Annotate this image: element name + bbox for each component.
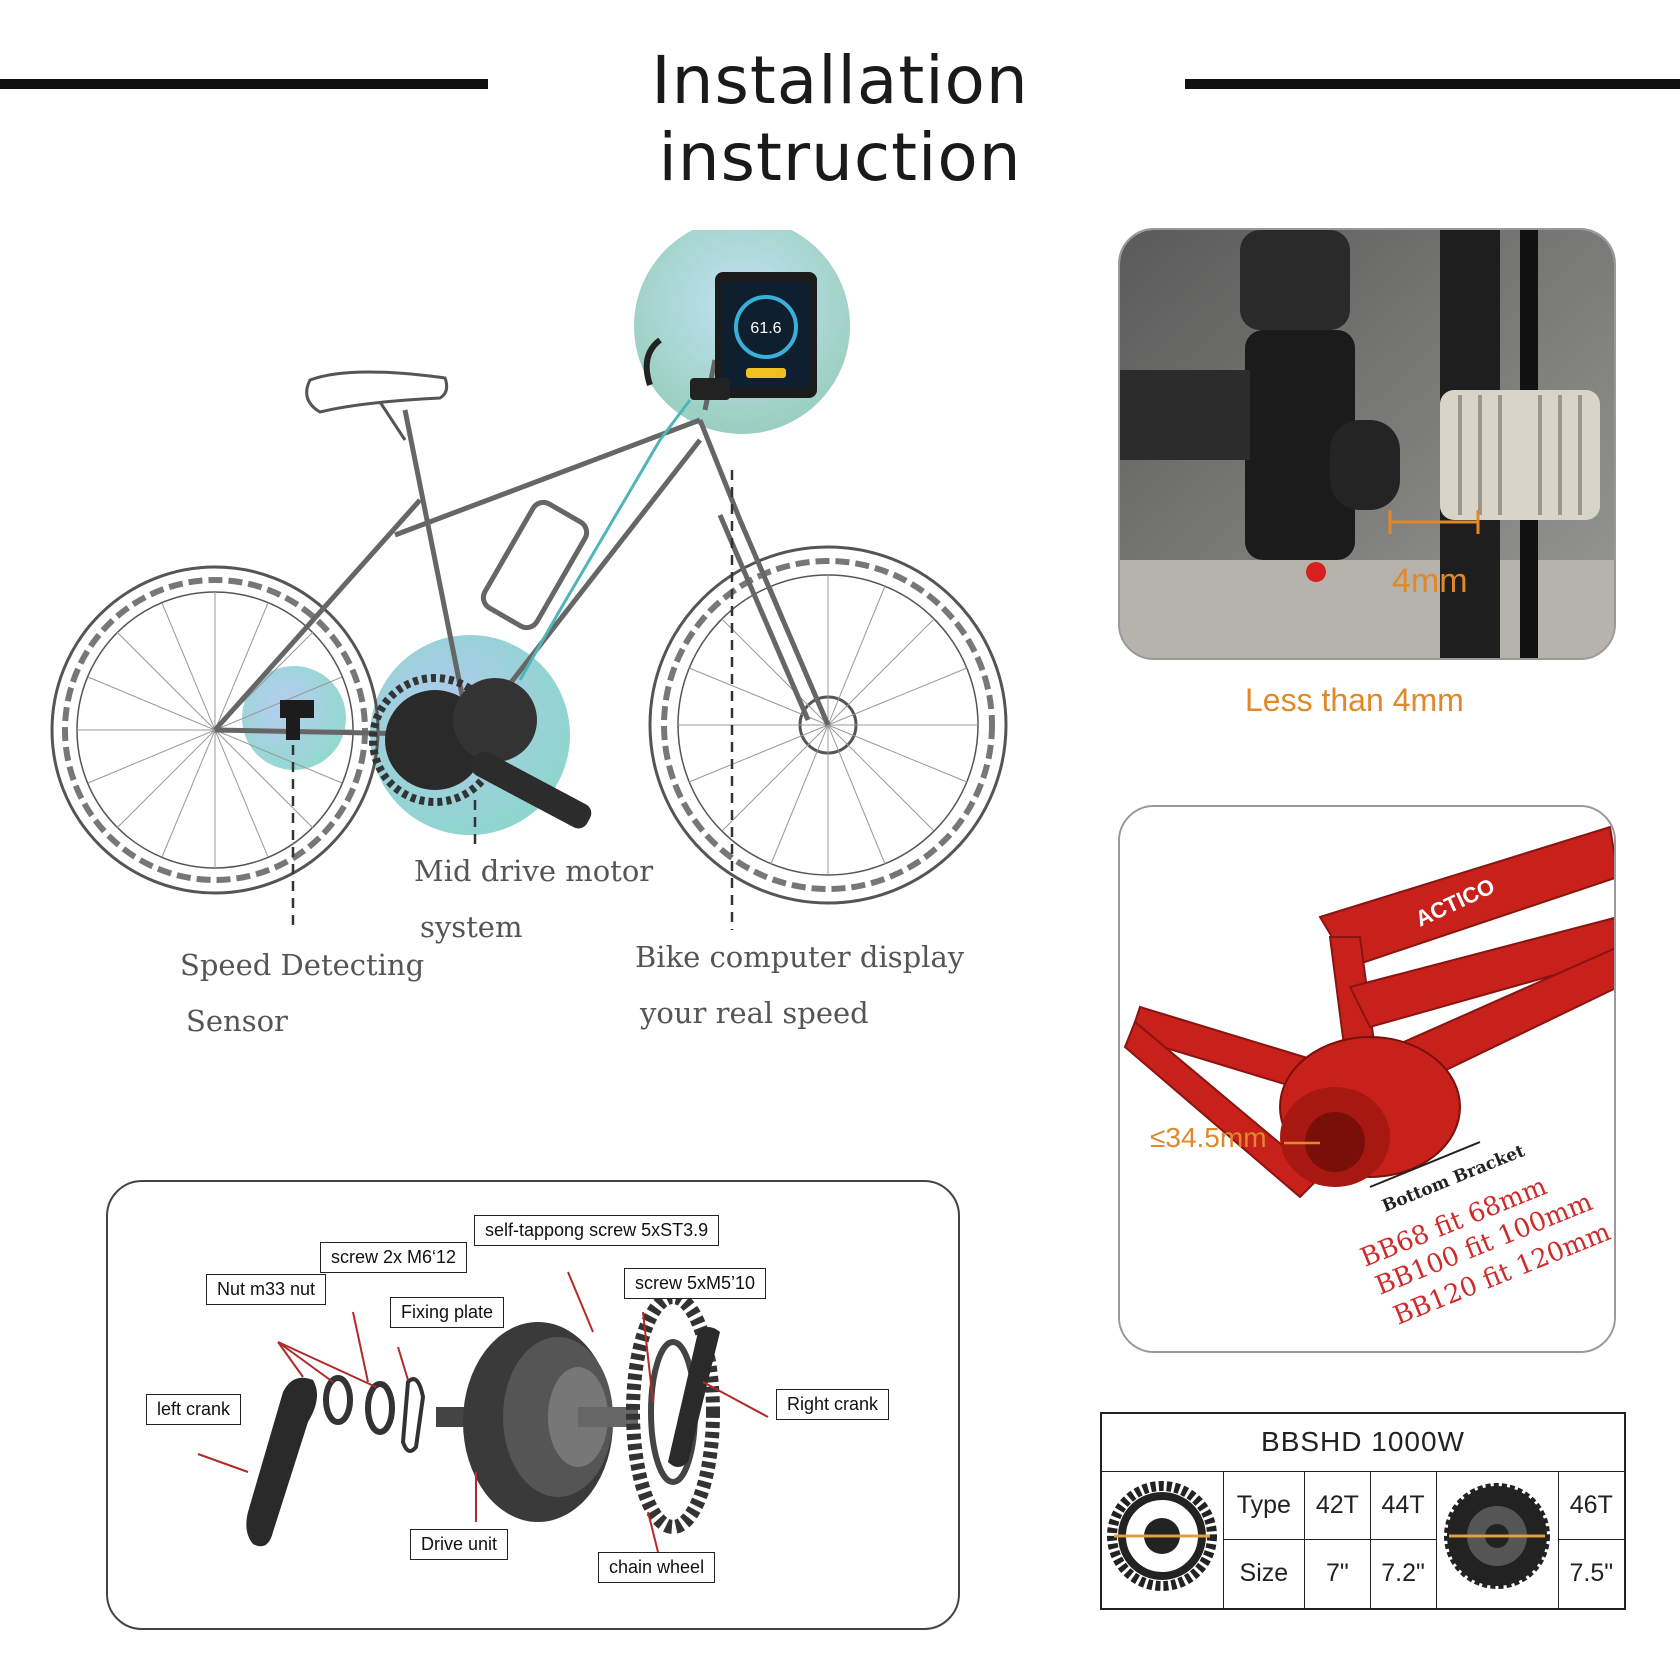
mid-drive-label-line1: Mid drive motor: [414, 854, 654, 888]
frame-diameter: ≤34.5mm: [1150, 1122, 1267, 1153]
sensor-caption: Less than 4mm: [1245, 682, 1464, 718]
parts-diagram: [197, 1271, 769, 1553]
callout-self-tapping: self-tappong screw 5xST3.9: [474, 1215, 720, 1246]
mid-drive-label-line2: system: [420, 910, 523, 944]
title-rule-right: [1185, 79, 1680, 89]
title-rule-left: [0, 79, 488, 89]
callout-screw-m5: screw 5xM5’10: [624, 1268, 767, 1299]
chainring-icon: [1107, 1481, 1218, 1592]
display-cable: [518, 399, 692, 681]
chainring-46-image: [1435, 1470, 1559, 1610]
callout-right-crank: Right crank: [776, 1389, 890, 1420]
drive-unit-shape: [436, 1322, 638, 1522]
mid-drive-motor: [369, 674, 592, 829]
nut-ring-2: [365, 1381, 395, 1435]
sensor-label-line1: Speed Detecting: [180, 948, 425, 982]
fixing-plate-shape: [400, 1377, 426, 1453]
type-44t: 44T: [1369, 1470, 1437, 1540]
type-46t: 46T: [1557, 1470, 1626, 1540]
chainring-46-icon: [1444, 1483, 1551, 1590]
right-crank-shape: [668, 1327, 720, 1467]
frame-photo: ACTICO ≤34.5mm Bottom Bracket BB68 fit 6…: [1120, 807, 1614, 1351]
size-label: Size: [1222, 1538, 1306, 1610]
left-crank-shape: [246, 1377, 317, 1547]
parts-panel: self-tappong screw 5xST3.9 screw 2x M6‘1…: [106, 1180, 960, 1630]
sensor-photo: 4mm: [1120, 230, 1614, 658]
frame-photo-panel: ACTICO ≤34.5mm Bottom Bracket BB68 fit 6…: [1118, 805, 1616, 1353]
sensor-label-line2: Sensor: [186, 1004, 288, 1038]
spec-table-header: BBSHD 1000W: [1100, 1412, 1626, 1472]
speed-sensor: [280, 700, 314, 740]
saddle: [305, 370, 449, 441]
type-label: Type: [1222, 1470, 1306, 1540]
callout-drive-unit: Drive unit: [410, 1529, 509, 1560]
callout-left-crank: left crank: [146, 1394, 242, 1425]
chainring-42-44-image: [1100, 1470, 1224, 1610]
nut-ring-1: [323, 1375, 353, 1425]
type-42t: 42T: [1304, 1470, 1371, 1540]
measure-bracket: [1388, 510, 1480, 534]
size-42t: 7": [1304, 1538, 1371, 1610]
leader-lines: [291, 470, 734, 930]
callout-fixing-plate: Fixing plate: [390, 1297, 505, 1328]
callout-screw-m6: screw 2x M6‘12: [320, 1242, 468, 1273]
callout-nut: Nut m33 nut: [206, 1274, 327, 1305]
display-label-line2: your real speed: [640, 996, 869, 1030]
page-title: Installation instruction: [651, 42, 1029, 196]
display-speed: 61.6: [750, 320, 781, 337]
display-device: 61.6: [643, 272, 817, 400]
sensor-photo-panel: 4mm: [1118, 228, 1616, 660]
measure-value: 4mm: [1392, 562, 1468, 600]
callout-chain-wheel: chain wheel: [598, 1552, 716, 1583]
size-46t: 7.5": [1557, 1538, 1626, 1610]
spec-table: BBSHD 1000W Type 42T 44T 46T Size 7" 7.2: [1100, 1412, 1626, 1610]
bike-illustration: 61.6: [50, 230, 1008, 930]
size-44t: 7.2": [1369, 1538, 1437, 1610]
display-label-line1: Bike computer display: [635, 940, 965, 974]
